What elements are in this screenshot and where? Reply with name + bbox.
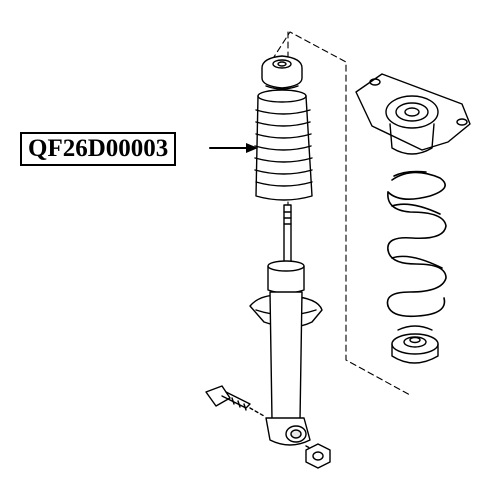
dust-boot-bellows — [254, 89, 313, 201]
upper-strut-mount — [355, 73, 471, 155]
arrow-right-icon — [209, 143, 258, 153]
lower-spring-seat — [391, 325, 439, 364]
mounting-bolt — [205, 385, 265, 417]
shock-absorber — [249, 204, 323, 446]
part-number-label: QF26D00003 — [20, 132, 177, 166]
coil-spring — [386, 170, 447, 318]
bump-stop-cap — [261, 55, 303, 90]
lock-nut — [305, 443, 331, 469]
